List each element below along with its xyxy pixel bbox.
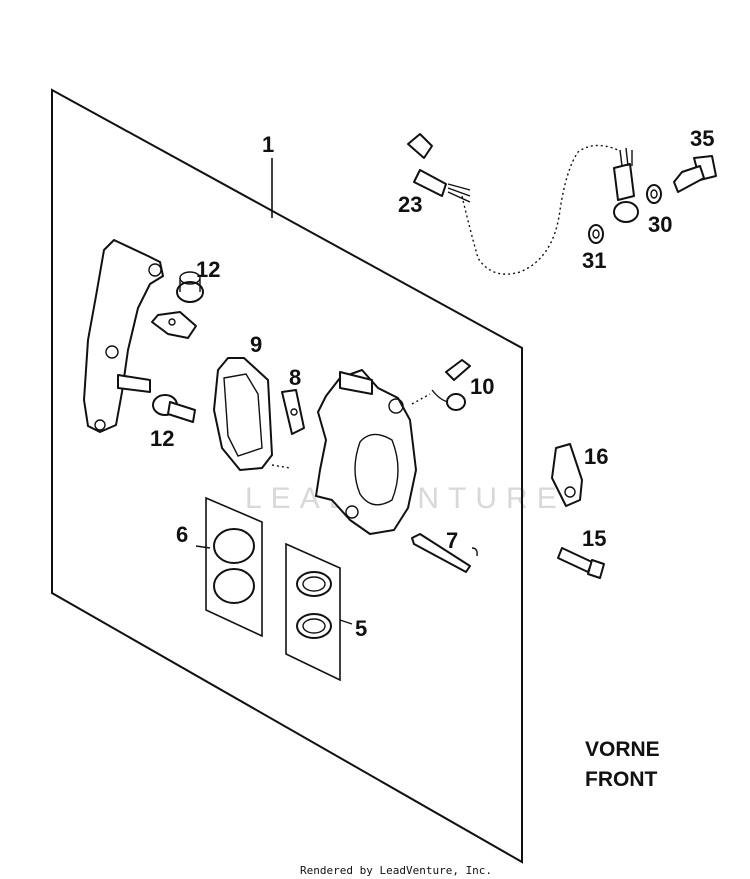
orientation-label-vorne: VORNE <box>585 738 660 761</box>
assembly-panel <box>51 88 523 864</box>
callout-12-upper: 12 <box>196 257 220 282</box>
part-6-piston-kit <box>195 496 263 638</box>
part-12-upper-bushing <box>176 271 204 303</box>
part-9-brake-pad <box>213 357 291 471</box>
callout-8: 8 <box>289 365 301 390</box>
orientation-label-front: FRONT <box>585 768 657 791</box>
part-31-washer <box>588 224 604 244</box>
part-16-bracket <box>551 443 583 507</box>
render-credit: Rendered by LeadVenture, Inc. <box>300 864 492 877</box>
callout-35: 35 <box>690 126 714 151</box>
part-12-lower-pin <box>152 394 196 423</box>
caliper-bracket <box>83 239 164 433</box>
part-7-slide-pin <box>411 533 478 573</box>
pad-spring-clip <box>151 311 197 339</box>
callout-7: 7 <box>446 528 458 553</box>
callout-23: 23 <box>398 192 422 217</box>
callout-16: 16 <box>584 444 608 469</box>
part-10-bleeder <box>411 359 471 411</box>
callout-31: 31 <box>582 248 606 273</box>
part-35-banjo-bolt <box>673 155 717 193</box>
callout-9: 9 <box>250 332 262 357</box>
callout-15: 15 <box>582 526 606 551</box>
callout-6: 6 <box>176 522 188 547</box>
part-5-seal-kit <box>285 542 353 682</box>
part-15-bolt <box>557 547 605 579</box>
part-8-pad-retainer <box>281 389 305 435</box>
callout-5: 5 <box>355 616 367 641</box>
part-23-hose-fitting <box>407 133 471 203</box>
hose-banjo-fitting <box>613 147 639 223</box>
callout-1: 1 <box>262 132 274 157</box>
brake-hose <box>461 144 619 275</box>
caliper-body <box>315 369 417 535</box>
part-30-washer <box>646 184 662 204</box>
callout-12-lower: 12 <box>150 426 174 451</box>
callout-30: 30 <box>648 212 672 237</box>
callout-10: 10 <box>470 374 494 399</box>
